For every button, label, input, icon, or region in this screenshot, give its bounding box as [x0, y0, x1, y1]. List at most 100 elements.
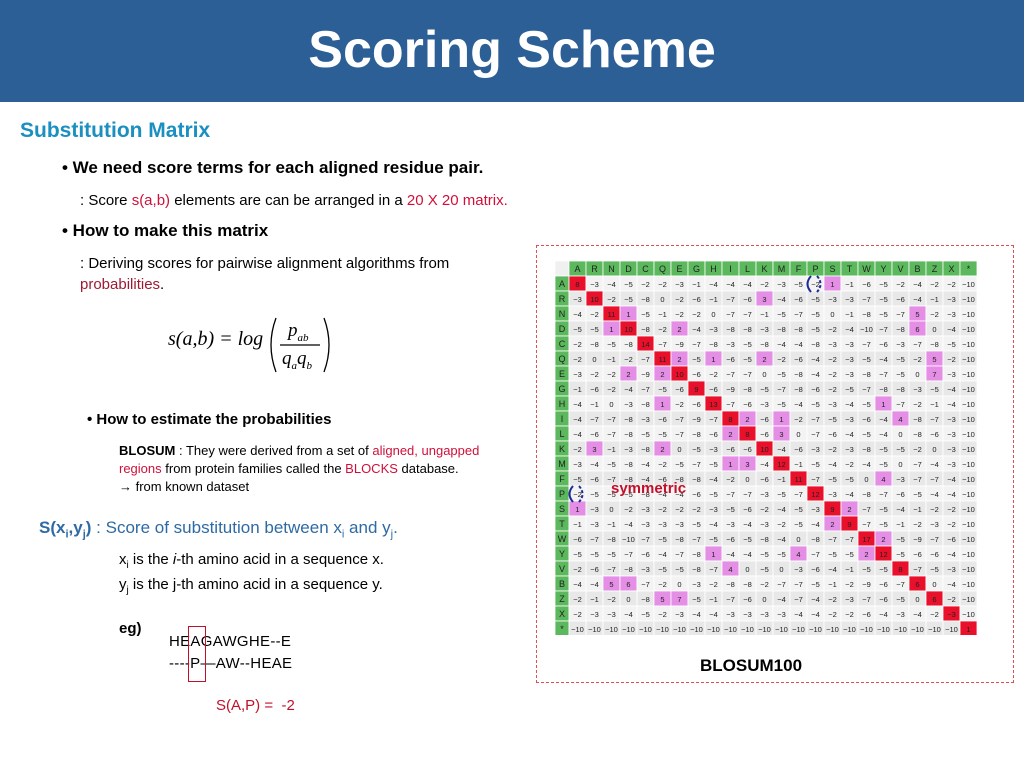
matrix-cell-value: −8	[794, 385, 803, 394]
matrix-cell-value: −10	[724, 625, 737, 634]
matrix-cell-value: −5	[658, 535, 667, 544]
matrix-cell-value: −3	[641, 505, 650, 514]
matrix-cell-value: −4	[641, 460, 650, 469]
matrix-cell-value: −1	[845, 280, 854, 289]
matrix-cell-value: −3	[828, 340, 837, 349]
matrix-cell-value: −7	[590, 415, 599, 424]
matrix-cell-value: −7	[794, 490, 803, 499]
matrix-cell-value: −4	[947, 550, 956, 559]
matrix-cell-value: 2	[762, 355, 766, 364]
title-bar: Scoring Scheme	[0, 0, 1024, 102]
matrix-cell-value: −3	[607, 610, 616, 619]
matrix-cell-value: −2	[947, 505, 956, 514]
matrix-cell-value: −3	[675, 280, 684, 289]
matrix-col-label: Q	[659, 264, 666, 274]
matrix-cell-value: −3	[641, 565, 650, 574]
matrix-col-label: P	[812, 264, 818, 274]
matrix-cell-value: −6	[811, 565, 820, 574]
matrix-cell-value: −3	[930, 520, 939, 529]
matrix-cell-value: −2	[573, 340, 582, 349]
matrix-cell-value: −3	[794, 565, 803, 574]
matrix-cell-value: −6	[692, 370, 701, 379]
matrix-cell-value: −7	[811, 475, 820, 484]
matrix-cell-value: −6	[743, 295, 752, 304]
matrix-cell-value: −5	[811, 310, 820, 319]
matrix-cell-value: −5	[794, 520, 803, 529]
matrix-cell-value: −9	[913, 535, 922, 544]
matrix-cell-value: −4	[573, 580, 582, 589]
matrix-cell-value: −4	[930, 460, 939, 469]
matrix-cell-value: −10	[690, 625, 703, 634]
matrix-cell-value: −5	[845, 475, 854, 484]
matrix-cell-value: −2	[709, 580, 718, 589]
matrix-cell-value: −6	[862, 415, 871, 424]
matrix-cell-value: −6	[930, 550, 939, 559]
matrix-cell-value: −5	[658, 430, 667, 439]
matrix-cell-value: −2	[573, 445, 582, 454]
matrix-cell-value: −3	[675, 610, 684, 619]
matrix-cell-value: −6	[590, 385, 599, 394]
matrix-cell-value: −2	[760, 580, 769, 589]
matrix-cell-value: −5	[879, 520, 888, 529]
matrix-cell-value: −4	[947, 475, 956, 484]
matrix-cell-value: −5	[692, 355, 701, 364]
matrix-cell-value: 12	[777, 460, 785, 469]
blocks-database: BLOCKS	[345, 461, 398, 476]
matrix-cell-value: −7	[930, 475, 939, 484]
matrix-cell-value: −4	[777, 535, 786, 544]
matrix-cell-value: −8	[811, 340, 820, 349]
matrix-cell-value: 2	[881, 535, 885, 544]
matrix-cell-value: −4	[947, 325, 956, 334]
matrix-cell-value: −9	[726, 385, 735, 394]
matrix-cell-value: −3	[726, 610, 735, 619]
matrix-cell-value: 7	[932, 370, 936, 379]
matrix-col-label: Y	[880, 264, 886, 274]
matrix-cell-value: −10	[962, 550, 975, 559]
matrix-cell-value: −1	[845, 310, 854, 319]
matrix-cell-value: −5	[709, 490, 718, 499]
matrix-cell-value: −2	[590, 310, 599, 319]
matrix-cell-value: −7	[641, 355, 650, 364]
matrix-cell-value: −10	[962, 385, 975, 394]
matrix-cell-value: −7	[726, 490, 735, 499]
matrix-cell-value: −4	[845, 400, 854, 409]
matrix-cell-value: −1	[692, 280, 701, 289]
matrix-cell-value: −5	[641, 610, 650, 619]
matrix-cell-value: −2	[947, 355, 956, 364]
matrix-cell-value: −2	[828, 370, 837, 379]
matrix-cell-value: −6	[590, 430, 599, 439]
matrix-cell-value: 0	[830, 310, 834, 319]
matrix-cell-value: −4	[811, 610, 820, 619]
matrix-row-label: S	[559, 504, 565, 514]
matrix-cell-value: −10	[741, 625, 754, 634]
matrix-cell-value: −5	[930, 385, 939, 394]
matrix-row-label: K	[559, 444, 565, 454]
matrix-cell-value: −5	[896, 550, 905, 559]
matrix-cell-value: −8	[624, 430, 633, 439]
matrix-cell-value: −8	[743, 325, 752, 334]
matrix-cell-value: −3	[709, 445, 718, 454]
matrix-cell-value: −5	[811, 295, 820, 304]
matrix-cell-value: −5	[607, 490, 616, 499]
matrix-cell-value: −2	[658, 505, 667, 514]
matrix-cell-value: −6	[573, 535, 582, 544]
matrix-cell-value: −3	[845, 415, 854, 424]
matrix-cell-value: −5	[896, 370, 905, 379]
deriving-text: : Deriving scores for pairwise alignment…	[80, 253, 510, 295]
matrix-cell-value: −1	[590, 595, 599, 604]
matrix-cell-value: −7	[879, 370, 888, 379]
matrix-cell-value: −8	[692, 475, 701, 484]
matrix-row-label: W	[558, 534, 567, 544]
matrix-cell-value: −4	[879, 355, 888, 364]
matrix-cell-value: −6	[692, 400, 701, 409]
matrix-cell-value: 0	[864, 475, 868, 484]
matrix-cell-value: −5	[828, 415, 837, 424]
matrix-cell-value: −2	[777, 355, 786, 364]
matrix-cell-value: 6	[626, 580, 630, 589]
matrix-cell-value: −2	[573, 565, 582, 574]
matrix-cell-value: −7	[862, 385, 871, 394]
matrix-cell-value: −10	[605, 625, 618, 634]
sxy-definition: S(xi,yj) : Score of substitution between…	[39, 518, 398, 541]
matrix-cell-value: −10	[622, 535, 635, 544]
matrix-cell-value: 0	[762, 595, 766, 604]
